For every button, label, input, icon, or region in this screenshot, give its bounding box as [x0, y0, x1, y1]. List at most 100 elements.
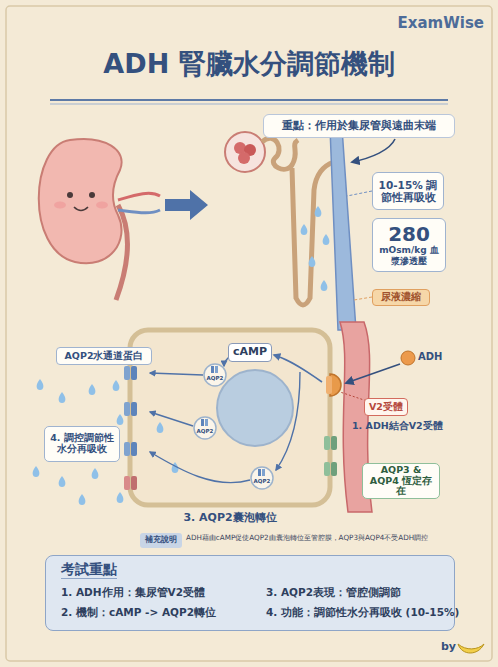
aqp34-channels: [331, 436, 337, 450]
receptor-label-box: V2受體: [364, 398, 408, 416]
aqp34-channels: [324, 436, 330, 450]
aqp2-vesicles: [205, 419, 208, 426]
lumen-water: [59, 392, 66, 403]
node-heading: 280: [388, 224, 430, 245]
osmolality-box: 280mOsm/kg 血漿滲透壓: [372, 218, 446, 272]
note-text: ADH藉由cAMP促使AQP2由囊泡轉位至管腔膜，AQP3與AQP4不受ADH調…: [186, 534, 482, 543]
kidney-illustration: [74, 207, 88, 211]
node-heading: 10-15% 調節性再吸收: [375, 179, 441, 203]
cell-arrows: [150, 355, 322, 483]
kidney-illustration: [89, 192, 95, 198]
adh-molecule: [401, 351, 415, 365]
vesicle-label: AQP2: [201, 375, 229, 382]
aqp2-channels: [124, 476, 130, 490]
urine-tag: 尿液濃縮: [372, 289, 430, 306]
title-text: ADH 腎臟水分調節機制: [0, 46, 498, 82]
molecule-label: ADH: [418, 351, 458, 363]
kidney-illustration: [39, 139, 122, 263]
node-heading: 重點：作用於集尿管與遠曲末端: [282, 120, 436, 133]
credit-text: by: [434, 640, 456, 653]
node-heading: AQP3 & AQP4 恆定存在: [365, 465, 437, 498]
lumen-water: [89, 384, 96, 395]
nephron-illustration: [309, 256, 316, 267]
kidney-illustration: [39, 139, 160, 300]
aqp2-channels: [124, 366, 130, 380]
channel-label-box: AQP3 & AQP4 恆定存在: [362, 463, 440, 499]
aqp2-channels: [131, 476, 137, 490]
nephron-illustration: [238, 152, 250, 164]
step-label: 3. AQP2囊泡轉位: [160, 511, 300, 524]
v2-receptor: [326, 374, 341, 396]
node-heading: AQP2水通道蛋白: [64, 351, 143, 362]
lumen-water: [79, 494, 86, 505]
nephron-illustration: [262, 138, 298, 169]
step-box: 4. 調控調節性 水分再吸收: [44, 426, 120, 462]
aqp2-vesicles: [194, 364, 273, 489]
lumen-water: [59, 476, 66, 487]
lumen-water: [113, 380, 120, 391]
leader-lines: [354, 297, 372, 300]
kidney-illustration: [54, 202, 66, 209]
nephron-illustration: [225, 132, 265, 172]
page-border: [6, 6, 492, 661]
aqp2-vesicles: [215, 366, 218, 373]
nephron-illustration: [225, 128, 356, 330]
node-heading: 補充說明: [145, 536, 177, 545]
nephron-illustration: [315, 206, 322, 217]
cell-arrows: [150, 373, 203, 375]
node-heading: 尿液濃縮: [381, 292, 421, 303]
aqp2-channels: [131, 402, 137, 416]
cell-arrows: [150, 412, 193, 426]
note-tag: 補充說明: [140, 533, 182, 548]
cell-body: [217, 370, 293, 446]
nephron-illustration: [321, 280, 328, 291]
brand-text: ExamWise: [380, 14, 484, 32]
banana-mark: [458, 644, 484, 653]
cell-arrows: [276, 372, 300, 470]
aqp2-channels: [131, 442, 137, 456]
title-rule: [50, 104, 448, 105]
cell-arrows: [274, 355, 322, 382]
node-text: 2. 機制：cAMP -> AQP2轉位: [61, 606, 216, 618]
nephron-illustration: [323, 234, 330, 245]
callout-box: 重點：作用於集尿管與遠曲末端: [263, 114, 455, 138]
title-rule: [50, 100, 448, 104]
flow-arrow: [165, 190, 208, 220]
percent-box: 10-15% 調節性再吸收: [372, 172, 444, 210]
cell-body: [130, 330, 330, 505]
nephron-illustration: [330, 128, 356, 330]
cell-arrows: [150, 452, 250, 483]
aqp2-channels: [124, 402, 130, 416]
aqp34-channels: [324, 462, 330, 476]
aqp34-channels: [331, 462, 337, 476]
lumen-water: [117, 414, 124, 425]
kidney-illustration: [118, 193, 160, 200]
aqp34-channels: [324, 436, 337, 476]
node-text: 3. AQP2表現：管腔側調節: [266, 586, 401, 598]
channel-label-box: AQP2水通道蛋白: [56, 347, 152, 365]
nephron-illustration: [292, 162, 334, 305]
kidney-illustration: [118, 210, 160, 213]
flow-arrow: [165, 190, 208, 220]
node-text: 4. 功能：調節性水分再吸收 (10-15%): [266, 606, 459, 618]
aqp2-channels: [124, 442, 130, 456]
step-label: 1. ADH結合V2受體: [352, 420, 482, 431]
kidney-illustration: [67, 192, 73, 198]
aqp2-vesicles: [211, 366, 214, 373]
summary-box: 考試重點1. ADH作用：集尿管V2受體2. 機制：cAMP -> AQP2轉位…: [45, 555, 455, 631]
banana-mark: [458, 644, 484, 653]
lumen-water: [37, 379, 44, 390]
leader-lines: [347, 191, 372, 196]
v2-receptor: [326, 376, 332, 394]
adh-molecule: [346, 364, 400, 383]
vesicle-label: AQP2: [248, 478, 276, 485]
lumen-water: [33, 466, 40, 477]
lumen-water: [157, 422, 164, 433]
vesicle-label: AQP2: [191, 428, 219, 435]
aqp2-vesicles: [258, 469, 261, 476]
node-text: 1. ADH作用：集尿管V2受體: [61, 586, 205, 598]
node-heading: V2受體: [369, 402, 403, 413]
lumen-water: [33, 379, 179, 505]
